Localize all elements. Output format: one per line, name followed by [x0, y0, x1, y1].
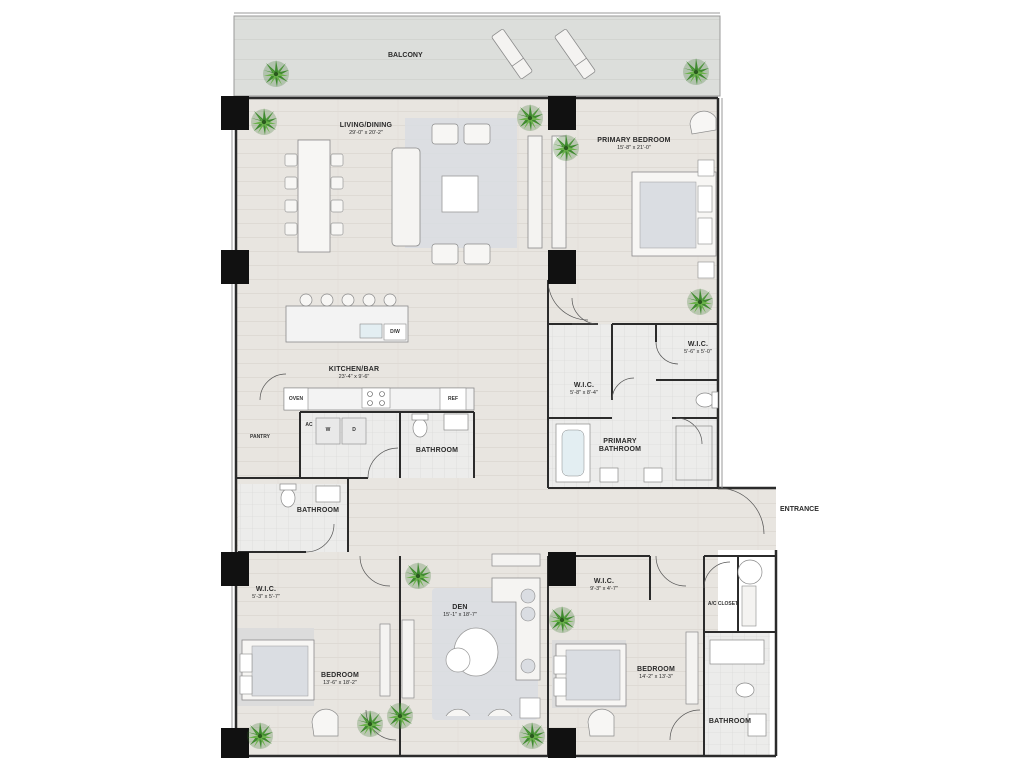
kitchen-bar-label: KITCHEN/BAR 23'-4" x 9'-6" [329, 366, 379, 380]
lounge-chair [554, 29, 596, 79]
coffee-table [441, 175, 479, 213]
room-dimensions: 5'-8" x 8'-4" [570, 390, 598, 397]
living-dining-label: LIVING/DINING 29'-0" x 20'-2" [340, 122, 392, 136]
ac-unit-label: AC [305, 422, 313, 428]
pantry-label: PANTRY [250, 434, 270, 440]
room-dimensions: 13'-6" x 18'-2" [323, 680, 357, 687]
wic-primary-large-label: W.I.C. 5'-8" x 8'-4" [570, 382, 598, 396]
room-name: BATHROOM [598, 446, 642, 454]
room-name: LIVING/DINING [339, 122, 393, 129]
room-dimensions: 23'-4" x 9'-6" [338, 374, 370, 381]
room-dimensions: 15'-8" x 21'-0" [617, 145, 651, 152]
room-dimensions: 15'-1" x 18'-7" [443, 612, 477, 619]
room-name: KITCHEN/BAR [328, 366, 380, 373]
dishwasher-label: D/W [390, 329, 400, 335]
den-sectional [491, 577, 541, 681]
balcony-deck [233, 15, 721, 97]
washer-label: W [325, 427, 331, 433]
tv-console [527, 135, 543, 249]
bathroom-east-label: BATHROOM [709, 718, 751, 726]
refrigerator-label: REF [448, 396, 458, 402]
room-name: BATHROOM [415, 447, 459, 454]
oven-label: OVEN [288, 396, 304, 402]
room-name: BEDROOM [321, 672, 359, 679]
room-name: W.I.C. [255, 586, 277, 593]
den-label: DEN 15'-1" x 18'-7" [443, 604, 477, 618]
room-name: BATHROOM [296, 507, 340, 514]
entrance-label: ENTRANCE [780, 506, 819, 513]
room-name: DEN [452, 604, 468, 611]
dryer-label: D [352, 427, 356, 433]
wic-west-label: W.I.C. 5'-3" x 5'-7" [252, 586, 280, 600]
bedroom-east-label: BEDROOM 14'-2" x 13'-3" [637, 666, 675, 680]
room-name: W.I.C. [573, 382, 595, 389]
ac-closet-label: A/C CLOSET [707, 601, 739, 607]
lounge-chair [491, 29, 533, 79]
room-name: PRIMARY BEDROOM [597, 137, 671, 144]
room-dimensions: 29'-0" x 20'-2" [349, 130, 383, 137]
room-name: BATHROOM [708, 718, 752, 725]
bathroom-west-label: BATHROOM [297, 507, 339, 515]
dining-table [297, 139, 331, 253]
room-dimensions: 5'-6" x 5'-0" [684, 349, 712, 356]
room-dimensions: 5'-3" x 5'-7" [252, 594, 280, 601]
entrance-floor [718, 488, 776, 550]
room-name: W.I.C. [687, 341, 709, 348]
primary-bedroom-label: PRIMARY BEDROOM 15'-8" x 21'-0" [597, 137, 670, 151]
bathroom-laundry-label: BATHROOM [416, 447, 458, 455]
balcony-label: BALCONY [388, 52, 423, 59]
room-name: BEDROOM [637, 666, 675, 673]
primary-bathroom-label: PRIMARY BATHROOM [599, 438, 641, 454]
bar-stools [299, 293, 397, 307]
bedroom-west-label: BEDROOM 13'-6" x 18'-2" [321, 672, 359, 686]
sofa [391, 147, 421, 247]
room-dimensions: 9'-3" x 4'-7" [590, 586, 618, 593]
room-name: W.I.C. [593, 578, 615, 585]
room-dimensions: 14'-2" x 13'-3" [639, 674, 673, 681]
wic-primary-small-label: W.I.C. 5'-6" x 5'-0" [684, 341, 712, 355]
room-name: PRIMARY [603, 438, 637, 445]
wic-east-label: W.I.C. 9'-3" x 4'-7" [590, 578, 618, 592]
